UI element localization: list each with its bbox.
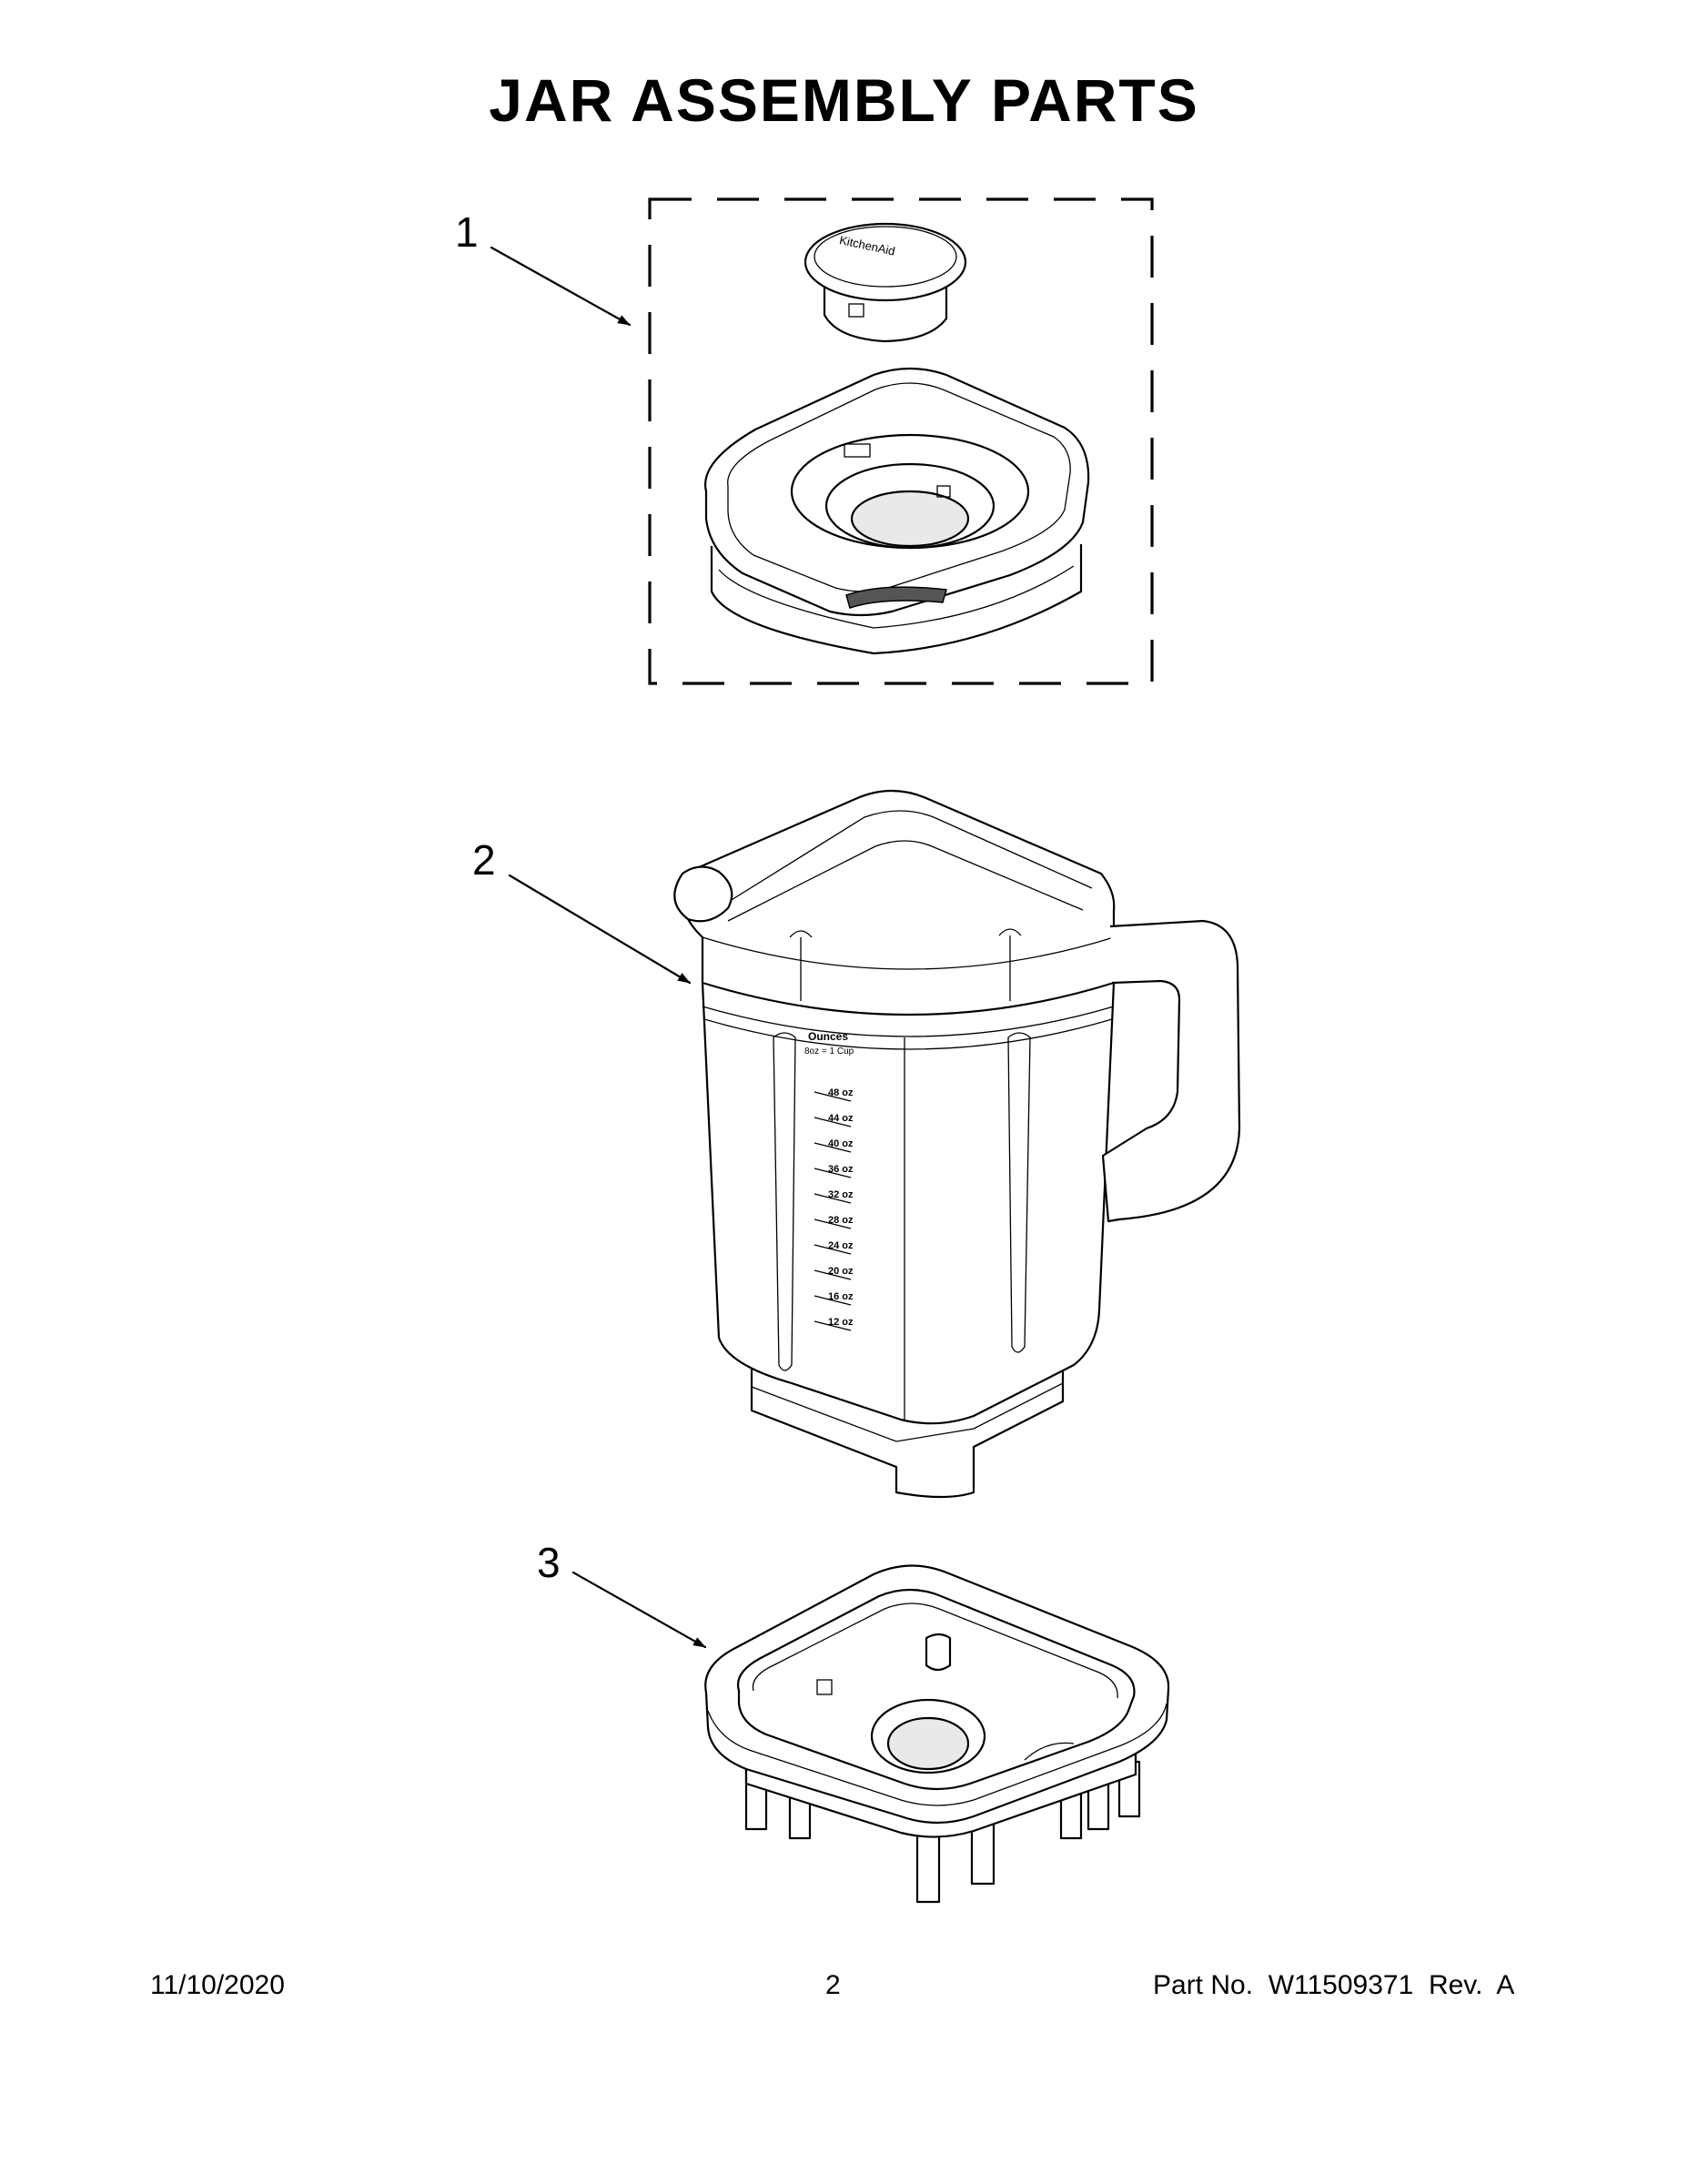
graduation-label: 16 oz (828, 1291, 854, 1302)
callout-arrow-2 (508, 874, 692, 985)
jar-marking-header-2: 8oz = 1 Cup (804, 1046, 854, 1057)
callout-arrow-3 (571, 1571, 707, 1649)
callout-number-2: 2 (472, 836, 496, 884)
page-title: JAR ASSEMBLY PARTS (489, 66, 1199, 134)
jar-graduations: 48 oz 44 oz 40 oz 36 oz 32 oz 28 oz 24 o… (814, 1087, 854, 1331)
graduation-label: 12 oz (828, 1317, 854, 1328)
footer-part-number: Part No. W11509371 Rev. A (1153, 1970, 1515, 2000)
graduation-label: 32 oz (828, 1189, 854, 1200)
jar-base-illustration (704, 1564, 1170, 1904)
callout-arrow-1 (490, 246, 632, 327)
graduation-label: 28 oz (828, 1215, 854, 1226)
footer-page-number: 2 (825, 1970, 841, 2000)
graduation-label: 36 oz (828, 1164, 854, 1175)
graduation-label: 48 oz (828, 1087, 854, 1098)
lid-cap-illustration: KitchenAid (804, 222, 967, 343)
lid-illustration (704, 367, 1090, 655)
callout-number-3: 3 (537, 1539, 561, 1586)
jar-marking-header-1: Ounces (808, 1030, 848, 1043)
graduation-label: 20 oz (828, 1266, 854, 1277)
callout-number-1: 1 (455, 208, 479, 256)
footer-date: 11/10/2020 (150, 1970, 285, 2000)
graduation-label: 40 oz (828, 1138, 854, 1149)
graduation-label: 24 oz (828, 1240, 854, 1251)
assembly-group-box (648, 197, 1154, 685)
jar-illustration: Ounces 8oz = 1 Cup 48 oz 44 oz 40 oz 36 … (673, 789, 1241, 1499)
graduation-label: 44 oz (828, 1113, 854, 1124)
